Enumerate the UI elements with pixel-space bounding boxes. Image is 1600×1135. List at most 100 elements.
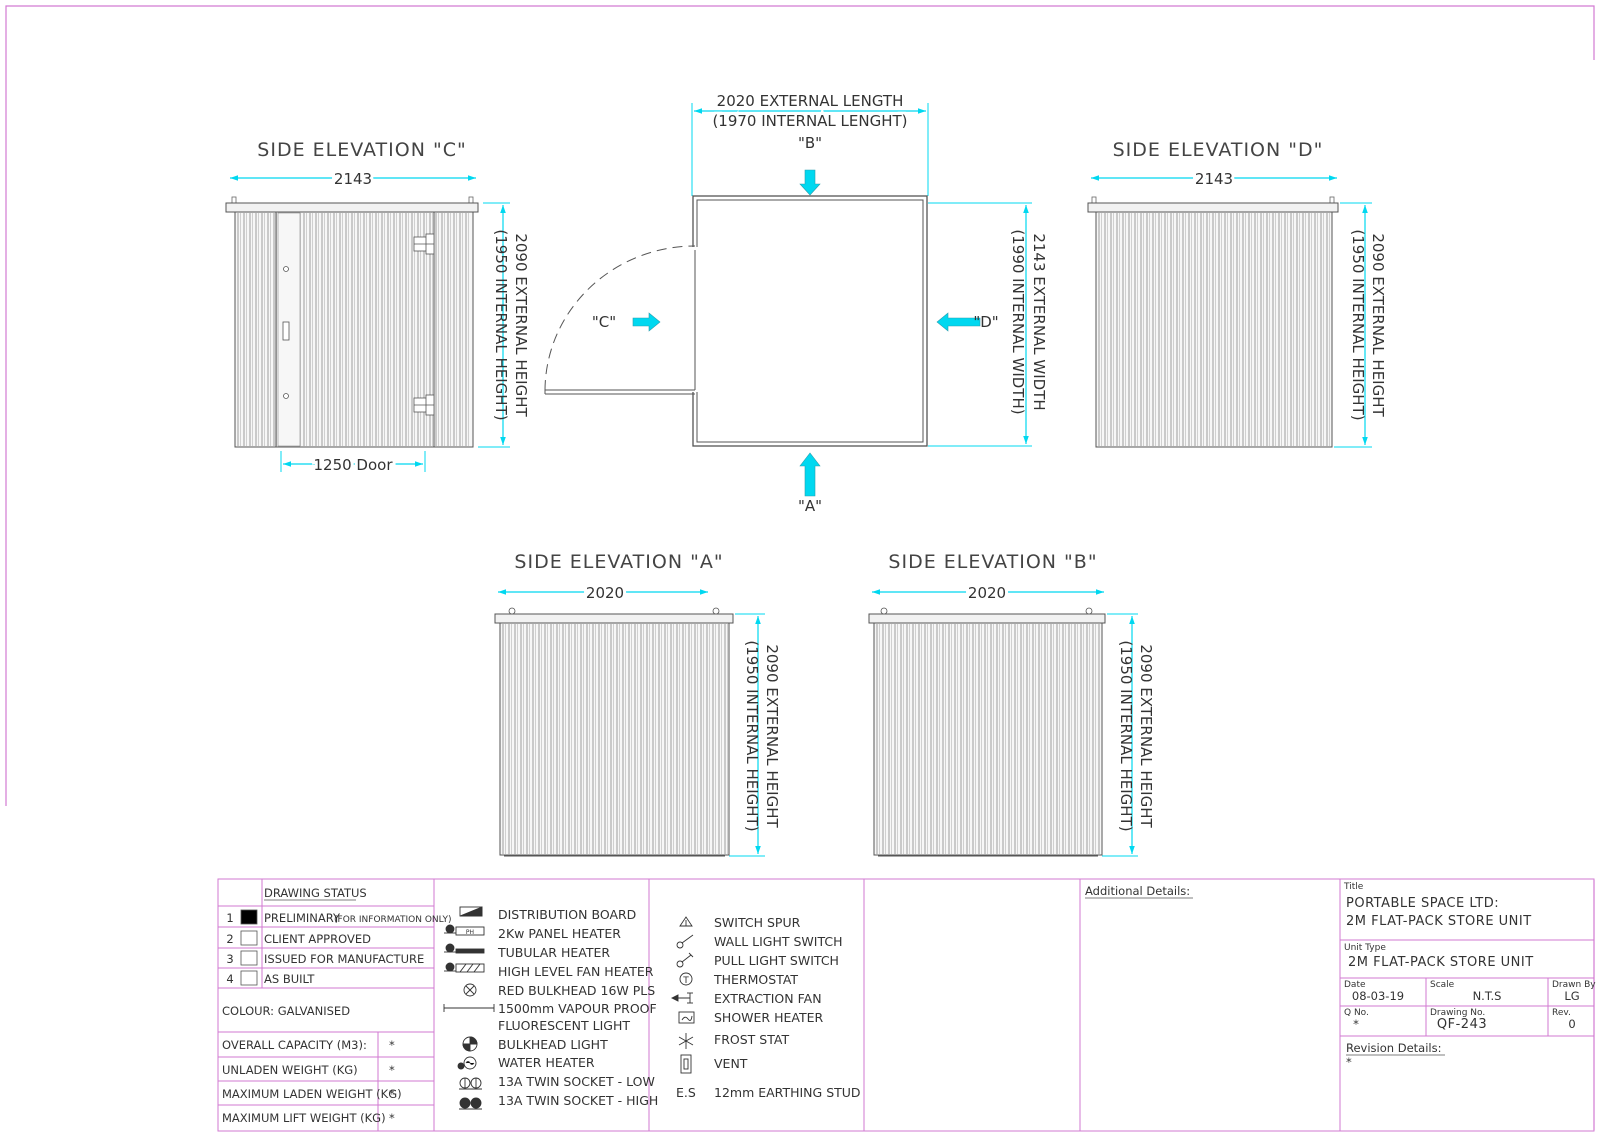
date-label: Date xyxy=(1344,980,1366,990)
legend-label: SWITCH SPUR xyxy=(714,915,801,930)
view-arrow-a xyxy=(799,452,821,497)
elevation-b-height: 2090 EXTERNAL HEIGHT xyxy=(1137,644,1155,828)
legend-label: DISTRIBUTION BOARD xyxy=(498,907,636,922)
drawing-status-panel: DRAWING STATUS 1 PRELIMINARY (FOR INFORM… xyxy=(222,886,451,1125)
fan-heater-icon xyxy=(444,962,485,973)
water-heater-icon xyxy=(457,1056,477,1070)
revision-details-label: Revision Details: xyxy=(1346,1041,1441,1055)
status-checkbox[interactable] xyxy=(240,909,258,925)
legend-left: PH xyxy=(443,906,495,1110)
shower-heater-icon xyxy=(678,1011,695,1024)
elevation-b-title: SIDE ELEVATION "B" xyxy=(888,551,1097,573)
legend-label: PULL LIGHT SWITCH xyxy=(714,953,839,968)
elevation-a-title: SIDE ELEVATION "A" xyxy=(514,551,723,573)
cladding-corrugation xyxy=(876,624,1102,854)
q-no-value: * xyxy=(1353,1017,1359,1031)
legend-label: FROST STAT xyxy=(714,1032,789,1047)
plan-label-c: "C" xyxy=(592,313,616,331)
status-label: ISSUED FOR MANUFACTURE xyxy=(264,952,424,966)
side-elevation-a: SIDE ELEVATION "A" 2020 2090 EXTERNAL HE… xyxy=(494,551,781,857)
pull-light-switch-icon xyxy=(676,952,694,968)
revision-details-value: * xyxy=(1346,1055,1352,1069)
elevation-c-height: 2090 EXTERNAL HEIGHT xyxy=(512,233,530,417)
plan-label-b: "B" xyxy=(798,134,822,152)
spec-value: * xyxy=(389,1111,395,1125)
elevation-d-height: 2090 EXTERNAL HEIGHT xyxy=(1369,233,1387,417)
unit-title: 2M FLAT-PACK STORE UNIT xyxy=(1346,914,1532,929)
status-checkbox[interactable] xyxy=(240,970,258,986)
legend-label: 2Kw PANEL HEATER xyxy=(498,926,621,941)
cladding-corrugation xyxy=(1098,213,1330,446)
status-number: 2 xyxy=(226,932,233,946)
bulkhead-light-icon xyxy=(462,1036,478,1052)
legend-label: TUBULAR HEATER xyxy=(497,945,610,960)
spec-label: MAXIMUM LIFT WEIGHT (KG) xyxy=(222,1111,386,1125)
extraction-fan-icon xyxy=(670,992,693,1004)
switch-spur-icon xyxy=(679,916,693,927)
elevation-d-title: SIDE ELEVATION "D" xyxy=(1113,139,1324,161)
status-row[interactable]: 3 ISSUED FOR MANUFACTURE xyxy=(226,950,424,966)
legend-left-labels: DISTRIBUTION BOARD 2Kw PANEL HEATER TUBU… xyxy=(497,907,658,1108)
legend-label: 13A TWIN SOCKET - HIGH xyxy=(498,1093,658,1108)
status-row[interactable]: 1 PRELIMINARY (FOR INFORMATION ONLY) xyxy=(226,909,451,925)
elevation-c-door-width: 1250 Door xyxy=(313,456,393,474)
elevation-c-title: SIDE ELEVATION "C" xyxy=(257,139,466,161)
panel-heater-code: PH xyxy=(466,929,474,936)
scale-label: Scale xyxy=(1430,980,1455,990)
scale-value: N.T.S xyxy=(1473,989,1502,1003)
view-arrow-d xyxy=(936,312,981,332)
status-number: 1 xyxy=(226,911,233,925)
distribution-board-icon xyxy=(459,906,483,917)
status-row[interactable]: 4 AS BUILT xyxy=(226,970,315,986)
plan-length: 2020 EXTERNAL LENGTH xyxy=(717,92,904,110)
status-label: PRELIMINARY xyxy=(264,911,341,925)
view-arrow-b xyxy=(799,169,821,196)
plan-width-internal: (1990 INTERNAL WIDTH) xyxy=(1009,229,1027,414)
status-checkbox[interactable] xyxy=(240,950,258,966)
status-label: CLIENT APPROVED xyxy=(264,932,371,946)
status-checkbox[interactable] xyxy=(240,930,258,946)
date-value: 08-03-19 xyxy=(1352,989,1404,1003)
rev-label: Rev. xyxy=(1552,1008,1571,1018)
plan-length-internal: (1970 INTERNAL LENGHT) xyxy=(712,112,907,130)
status-row[interactable]: 2 CLIENT APPROVED xyxy=(226,930,371,946)
plan-width: 2143 EXTERNAL WIDTH xyxy=(1030,233,1048,410)
side-elevation-b: SIDE ELEVATION "B" 2020 2090 EXTERNAL HE… xyxy=(868,551,1155,857)
legend-label: HIGH LEVEL FAN HEATER xyxy=(498,964,654,979)
fluorescent-light-icon xyxy=(443,1004,495,1012)
earthing-stud-icon: E.S xyxy=(676,1085,696,1100)
spec-label: UNLADEN WEIGHT (KG) xyxy=(222,1063,358,1077)
spec-value: * xyxy=(389,1063,395,1077)
twin-socket-low-icon xyxy=(459,1077,482,1090)
drawing-no-label: Drawing No. xyxy=(1430,1008,1485,1018)
title-label: Title xyxy=(1343,882,1364,892)
plan-label-d: "D" xyxy=(973,313,998,331)
title-block: Title PORTABLE SPACE LTD: 2M FLAT-PACK S… xyxy=(1343,882,1596,1069)
elevation-a-height: 2090 EXTERNAL HEIGHT xyxy=(763,644,781,828)
legend-label: WATER HEATER xyxy=(498,1055,595,1070)
vent-icon xyxy=(680,1054,692,1074)
elevation-c-width: 2143 xyxy=(334,170,372,188)
legend-right: T xyxy=(670,916,695,1074)
bulkhead-red-icon xyxy=(463,983,477,997)
tubular-heater-icon xyxy=(444,943,485,954)
thermostat-code: T xyxy=(682,976,689,986)
legend-label: 12mm EARTHING STUD xyxy=(714,1085,861,1100)
legend-label-cont: FLUORESCENT LIGHT xyxy=(498,1018,630,1033)
legend-label: 1500mm VAPOUR PROOF xyxy=(498,1001,657,1016)
sheet-border xyxy=(5,5,1595,806)
elevation-b-width: 2020 xyxy=(968,584,1006,602)
drawing-status-header: DRAWING STATUS xyxy=(264,886,367,900)
frost-stat-icon xyxy=(678,1033,694,1049)
legend-label: RED BULKHEAD 16W PLS xyxy=(498,983,655,998)
view-arrow-c xyxy=(632,312,661,332)
elevation-c-height-internal: (1950 INTERNAL HEIGHT) xyxy=(492,229,510,420)
legend-label: BULKHEAD LIGHT xyxy=(498,1037,608,1052)
side-elevation-d: SIDE ELEVATION "D" 2143 2090 EXTERNAL HE… xyxy=(1087,139,1387,448)
spec-label: OVERALL CAPACITY (M3): xyxy=(222,1038,367,1052)
legend-label: SHOWER HEATER xyxy=(714,1010,824,1025)
plan-label-a: "A" xyxy=(798,497,822,515)
drawn-by-label: Drawn By xyxy=(1552,980,1596,990)
status-label: AS BUILT xyxy=(264,972,315,986)
side-elevation-c: SIDE ELEVATION "C" 2143 2090 EXTERNAL HE… xyxy=(225,139,530,477)
